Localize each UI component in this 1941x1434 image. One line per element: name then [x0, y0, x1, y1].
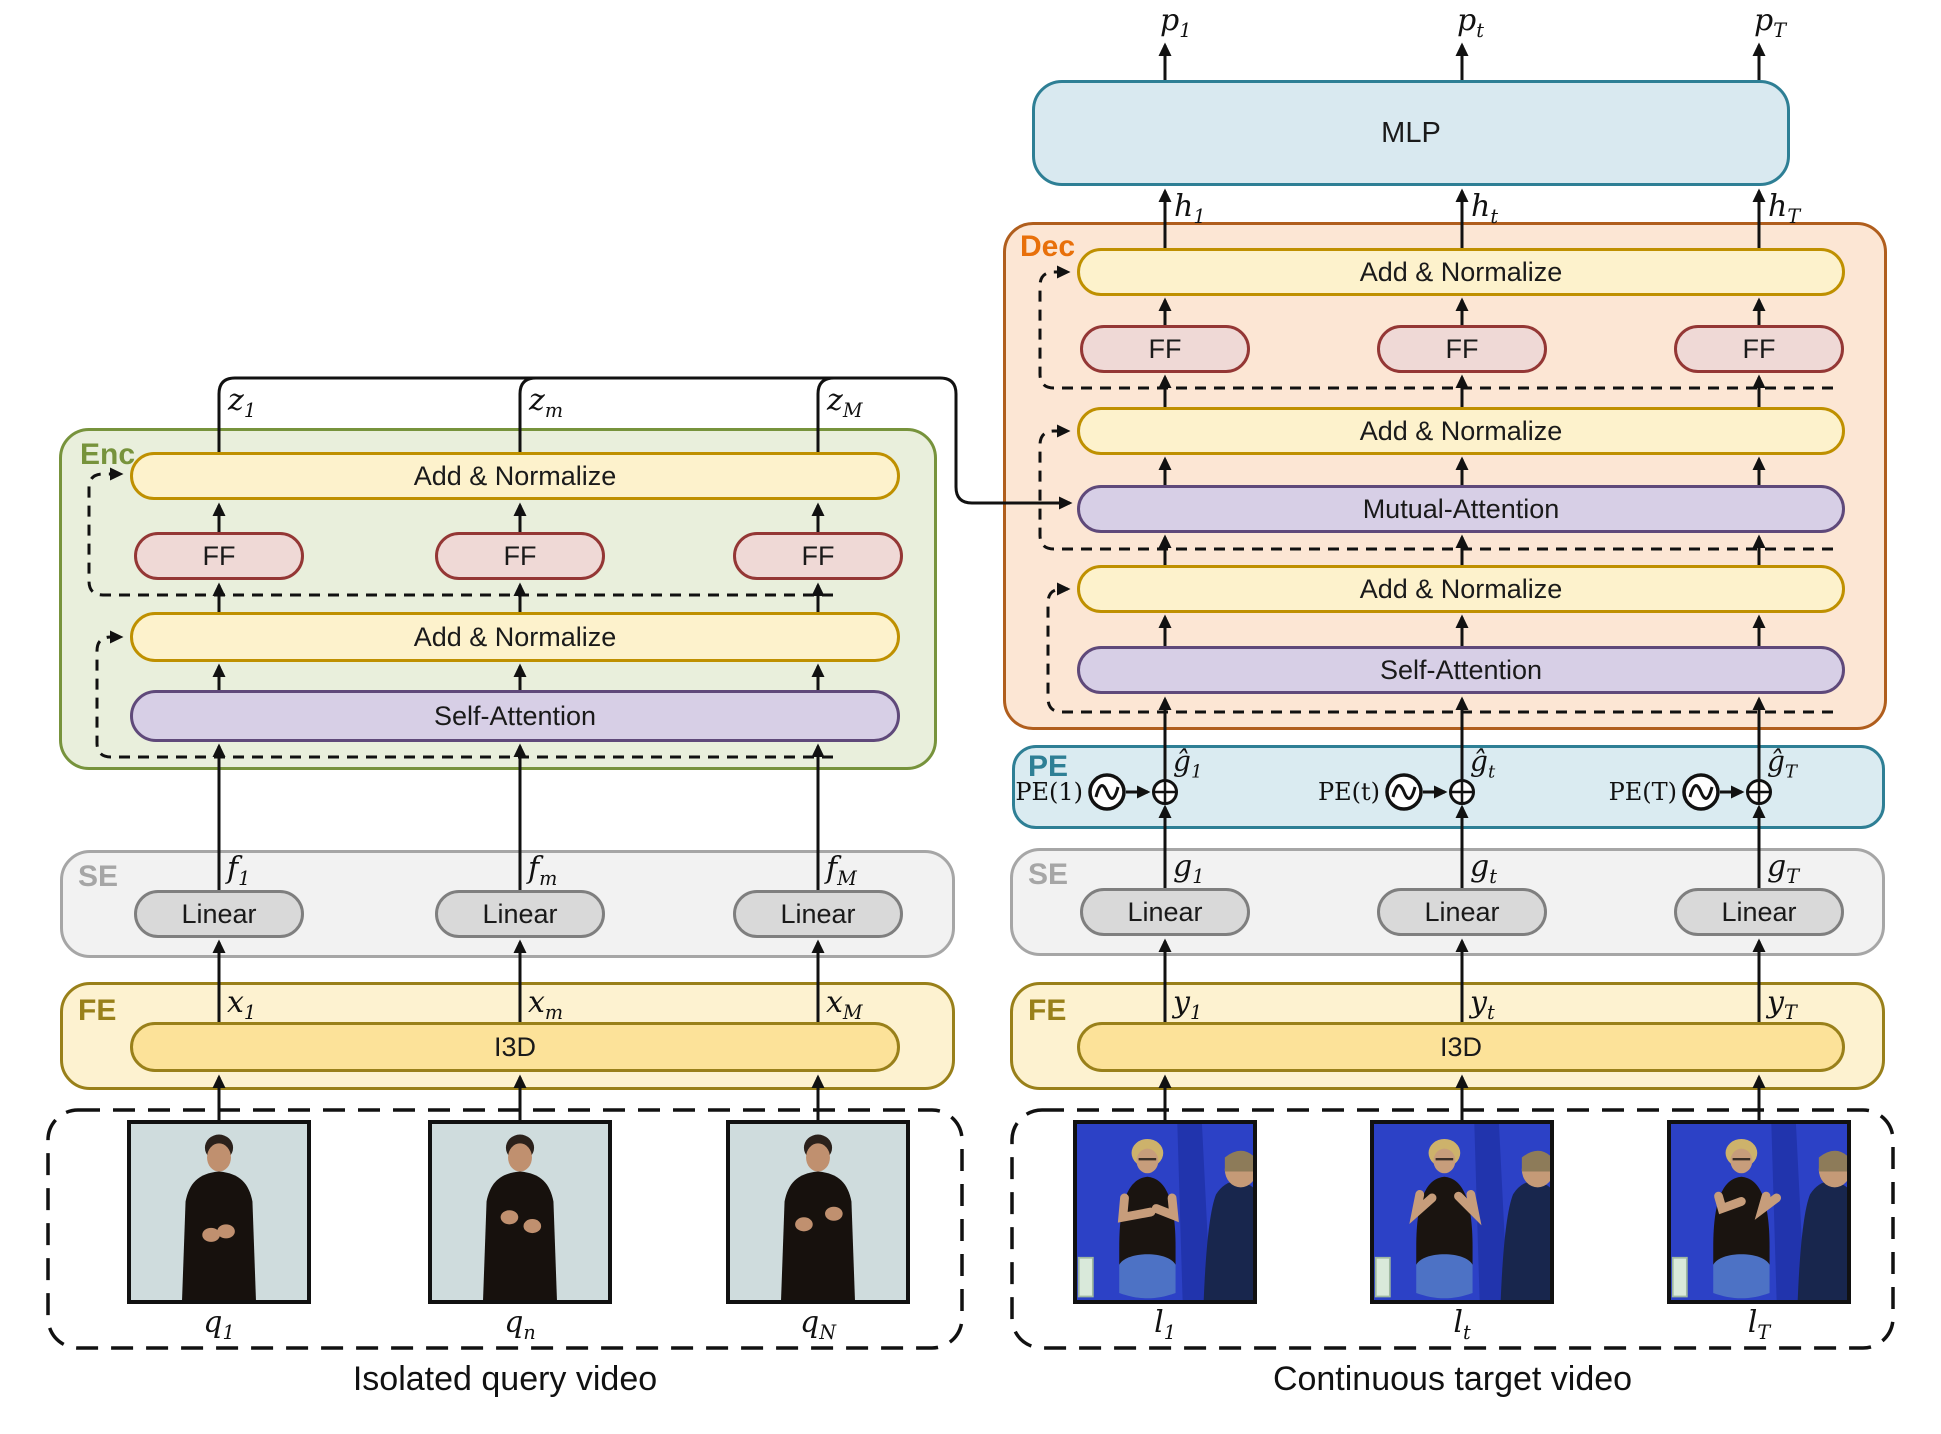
encoder-add-norm-top: Add & Normalize — [130, 452, 900, 500]
zm-label: zm — [529, 383, 564, 422]
plus-circle-icon — [1449, 779, 1475, 805]
linear-box: Linear — [1674, 888, 1844, 936]
interpreter-illustration — [1671, 1124, 1847, 1300]
gt-label: gt — [1470, 849, 1497, 888]
pe-icons — [1088, 773, 1772, 811]
q1-label: q1 — [203, 1305, 235, 1344]
decoder-add-norm-bottom: Add & Normalize — [1077, 565, 1845, 613]
signer-illustration — [432, 1124, 608, 1300]
decoder-add-norm-mid: Add & Normalize — [1077, 407, 1845, 455]
xm-label: xm — [528, 985, 564, 1024]
decoder-ff-2: FF — [1377, 325, 1547, 373]
encoder-ff-1: FF — [134, 532, 304, 580]
signer-illustration — [131, 1124, 307, 1300]
sine-generator-icon — [1088, 773, 1126, 811]
interpreter-illustration — [1077, 1124, 1253, 1300]
xM-label: xM — [826, 985, 863, 1024]
pe-label: PE — [1028, 750, 1069, 783]
pe-fn-1: PE(1) — [1015, 778, 1083, 806]
i3d-box-right: I3D — [1077, 1022, 1845, 1072]
g-hat-t-label: ĝt — [1470, 745, 1496, 783]
target-video-boundary — [1010, 1108, 1895, 1350]
x1-label: x1 — [227, 985, 257, 1024]
linear-box: Linear — [1080, 888, 1250, 936]
decoder-ff-3: FF — [1674, 325, 1844, 373]
linear-box: Linear — [435, 890, 605, 938]
encoder-output-routing — [217, 376, 1073, 510]
l1-label: l1 — [1154, 1305, 1176, 1344]
gT-label: gT — [1767, 849, 1800, 888]
yT-label: yT — [1767, 985, 1797, 1024]
qN-label: qN — [799, 1305, 836, 1344]
g-hat-1-label: ĝ1 — [1173, 745, 1203, 783]
g-hat-T-label: ĝT — [1767, 745, 1797, 783]
encoder-ff-2: FF — [435, 532, 605, 580]
sine-generator-icon — [1385, 773, 1423, 811]
fe-right-label: FE — [1028, 994, 1067, 1027]
target-column-arrows — [1158, 42, 1766, 1120]
encoder-ff-3: FF — [733, 532, 903, 580]
encoder-label: Enc — [80, 438, 136, 471]
z1-label: z1 — [228, 383, 257, 422]
pT-label: pT — [1754, 3, 1787, 42]
query-frame-N — [726, 1120, 910, 1304]
query-frame-n — [428, 1120, 612, 1304]
p1-label: p1 — [1160, 3, 1192, 42]
sine-generator-icon — [1682, 773, 1720, 811]
g1-label: g1 — [1173, 849, 1205, 888]
qn-label: qn — [504, 1305, 536, 1344]
target-frame-t — [1370, 1120, 1554, 1304]
signer-illustration — [730, 1124, 906, 1300]
lt-label: lt — [1453, 1305, 1471, 1344]
target-frame-1 — [1073, 1120, 1257, 1304]
mlp-box: MLP — [1032, 80, 1790, 186]
plus-circle-icon — [1152, 779, 1178, 805]
fM-label: fM — [826, 851, 857, 890]
pe-fn-T: PE(T) — [1608, 778, 1677, 806]
lT-label: lT — [1747, 1305, 1771, 1344]
decoder-ff-1: FF — [1080, 325, 1250, 373]
y1-label: y1 — [1173, 985, 1203, 1024]
encoder-self-attention: Self-Attention — [130, 690, 900, 742]
decoder-label: Dec — [1020, 230, 1076, 263]
yt-label: yt — [1470, 985, 1495, 1024]
se-left-label: SE — [78, 860, 119, 893]
h1-label: h1 — [1174, 189, 1206, 228]
fe-left-label: FE — [78, 994, 117, 1027]
query-column-arrows — [212, 502, 825, 1120]
ht-label: ht — [1471, 189, 1499, 228]
decoder-add-norm-top: Add & Normalize — [1077, 248, 1845, 296]
hT-label: hT — [1768, 189, 1801, 228]
zM-label: zM — [827, 383, 863, 422]
decoder-mutual-attention: Mutual-Attention — [1077, 485, 1845, 533]
linear-box: Linear — [1377, 888, 1547, 936]
linear-box: Linear — [134, 890, 304, 938]
target-video-caption: Continuous target video — [1272, 1360, 1633, 1398]
i3d-box-left: I3D — [130, 1022, 900, 1072]
query-frame-1 — [127, 1120, 311, 1304]
query-video-caption: Isolated query video — [352, 1360, 658, 1398]
interpreter-illustration — [1374, 1124, 1550, 1300]
encoder-add-norm-bottom: Add & Normalize — [130, 612, 900, 662]
pe-fn-t: PE(t) — [1317, 778, 1380, 806]
pt-label: pt — [1457, 3, 1484, 42]
plus-circle-icon — [1746, 779, 1772, 805]
se-right-label: SE — [1028, 858, 1069, 891]
fm-label: fm — [528, 851, 558, 890]
encoder-residual-loops — [87, 467, 833, 759]
decoder-self-attention: Self-Attention — [1077, 646, 1845, 694]
target-frame-T — [1667, 1120, 1851, 1304]
f1-label: f1 — [227, 851, 251, 890]
query-video-boundary — [46, 1108, 964, 1350]
decoder-residual-loops — [1038, 265, 1833, 714]
linear-box: Linear — [733, 890, 903, 938]
